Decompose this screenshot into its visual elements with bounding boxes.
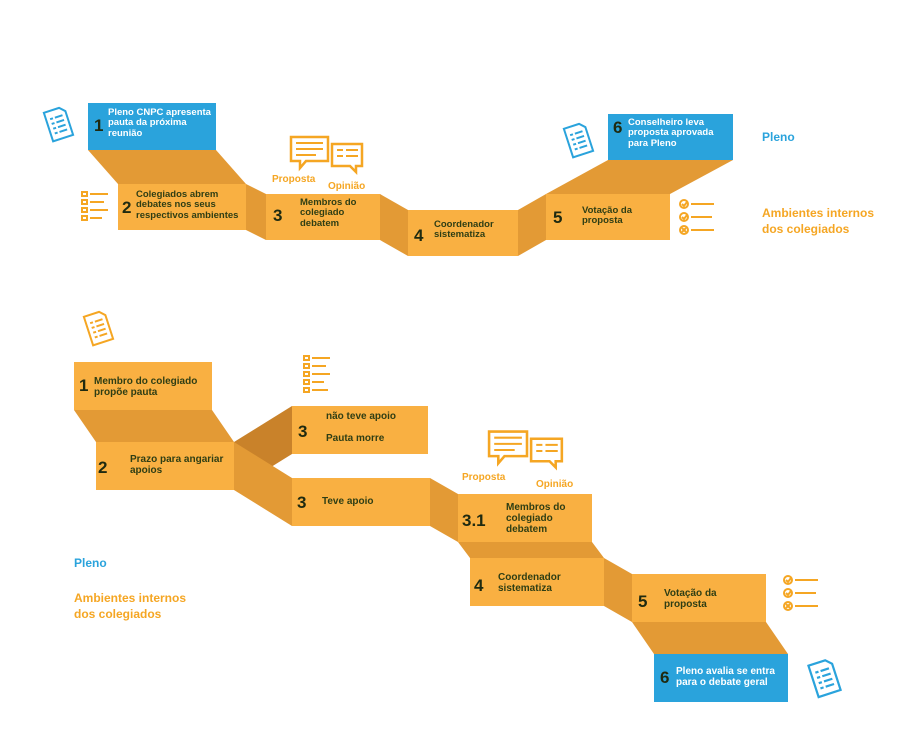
f1-proposta-label: Proposta [272,174,316,185]
f1-step2-label: Colegiados abrem debates nos seus respec… [136,189,239,221]
connector-f1-3-4 [380,194,408,256]
f2-step6-label: Pleno avalia se entra para o debate gera… [676,666,775,688]
box-f2-step5 [632,574,766,622]
connector-f2-31-4 [458,542,604,558]
f2-step31-label: Membros do colegiado debatem [506,502,566,535]
connector-f2-3b-31 [430,478,458,542]
f2-step31-number: 3.1 [462,511,486,530]
f2-step3a-label-line1: não teve apoio [326,411,397,422]
speech-bubbles-icon [487,430,564,471]
f1-step5-label: Votação da proposta [582,205,632,227]
connector-f1-4-5 [518,194,546,256]
f1-step2-number: 2 [122,198,132,217]
f1-step3-number: 3 [273,206,283,225]
f1-opiniao-label: Opinião [328,181,366,192]
connector-f2-5-6 [632,622,788,654]
f1-legend-ambientes-1: Ambientes internos [762,206,875,220]
f2-step2-number: 2 [98,458,108,477]
box-f2-step4 [470,558,604,606]
document-icon [562,122,595,159]
f2-legend-pleno: Pleno [74,556,107,570]
f2-proposta-label: Proposta [462,472,506,483]
f2-step3b-label: Teve apoio [322,496,374,507]
box-f2-step1 [74,362,212,410]
f1-step1-number: 1 [94,116,104,135]
connector-f2-2-3b [234,442,292,526]
connector-f1-2-3 [246,184,266,240]
f1-step6-number: 6 [613,118,623,137]
f2-step5-label: Votação da proposta [664,588,717,610]
f1-step1-label: Pleno CNPC apresenta pauta da próxima re… [108,107,211,139]
f2-step1-label: Membro do colegiado propõe pauta [94,376,198,398]
list-icon [81,191,108,221]
box-f2-step6 [654,654,788,702]
f1-step5-number: 5 [553,208,563,227]
document-icon [82,310,115,347]
box-f2-step2 [96,442,234,490]
f2-step5-number: 5 [638,592,648,611]
f2-step1-number: 1 [79,376,89,395]
box-f1-step3 [266,194,380,240]
f1-step3-label: Membros do colegiado debatem [300,197,357,229]
f2-opiniao-label: Opinião [536,479,574,490]
f2-legend-ambientes-2: dos colegiados [74,607,162,621]
f2-step3a-number: 3 [298,422,308,441]
f2-step4-number: 4 [474,576,484,595]
connector-f2-1-2 [74,410,234,442]
f1-step6-label: Conselheiro leva proposta aprovada para … [628,117,714,149]
f2-step3a-label-line2: Pauta morre [326,433,385,444]
document-icon [807,659,842,699]
box-f1-step6 [608,114,733,160]
connector-f2-4-5 [604,558,632,622]
f1-step4-number: 4 [414,226,424,245]
connector-f1-5-6 [546,160,733,194]
box-f2-step3b [292,478,430,526]
f2-step4-label: Coordenador sistematiza [498,572,561,594]
f2-legend-ambientes-1: Ambientes internos [74,591,187,605]
speech-bubbles-icon [289,135,364,176]
f2-step6-number: 6 [660,668,670,687]
f1-legend-pleno: Pleno [762,130,795,144]
f1-legend-ambientes-2: dos colegiados [762,222,850,236]
box-f1-step4 [408,210,518,256]
f2-step3b-number: 3 [297,493,307,512]
f2-step2-label: Prazo para angariar apoios [130,454,224,476]
list-icon [303,355,330,393]
box-f1-step5 [546,194,670,240]
box-f1-step1 [88,103,216,150]
box-f1-step2 [118,184,246,230]
connector-f1-1-2 [88,150,246,184]
box-f2-step3a [292,406,428,454]
document-icon [42,106,75,143]
vote-checklist-icon [783,575,818,611]
f1-step4-label: Coordenador sistematiza [434,219,494,241]
box-f2-step31 [458,494,592,542]
vote-checklist-icon [679,199,714,235]
